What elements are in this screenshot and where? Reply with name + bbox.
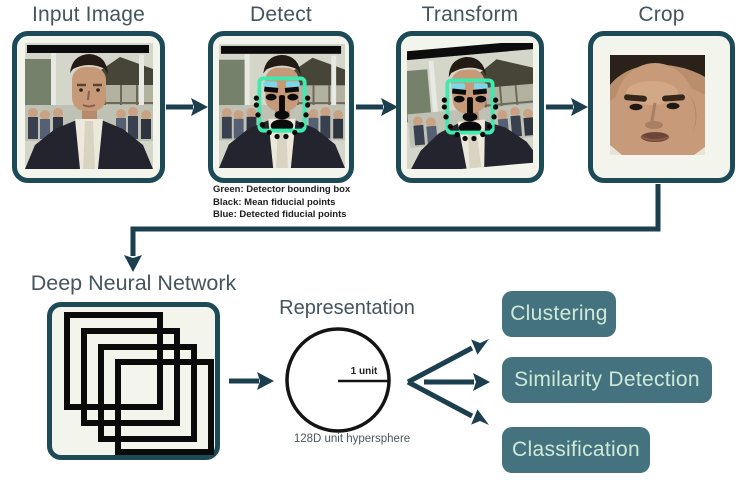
stage-title-crop: Crop [638,3,685,26]
fiducial-overlay [441,78,499,142]
stage-title-input-image: Input Image [31,3,146,26]
legend-line-green: Green: Detector bounding box [213,184,351,195]
output-label: Clustering [510,302,608,325]
dnn-box [47,302,220,460]
subject [25,54,153,169]
stage-title-transform: Transform [421,3,519,26]
output-pill-clustering: Clustering [502,291,616,337]
detect-legend: Green: Detector bounding box Black: Mean… [213,184,373,222]
legend-line-black: Black: Mean fiducial points [213,196,336,208]
hypersphere-caption: 128D unit hypersphere [293,433,411,445]
radius-label: 1 unit [350,366,378,377]
stage-title-detect: Detect [250,3,312,26]
output-pill-classification: Classification [502,427,650,473]
hypersphere-circle [285,327,391,433]
detect-photo [219,43,345,169]
representation-title: Representation [279,297,415,319]
output-label: Classification [512,438,640,461]
crop-photo [610,55,705,155]
legend-line-blue: Blue: Detected fiducial points [213,209,347,220]
transform-photo [407,43,533,169]
fiducial-overlay [253,76,311,140]
nested-squares-icon [64,312,214,455]
output-pill-similarity-detection: Similarity Detection [502,357,712,403]
input-image-photo [25,43,153,169]
output-label: Similarity Detection [514,368,700,391]
dnn-title: Deep Neural Network [30,271,237,295]
